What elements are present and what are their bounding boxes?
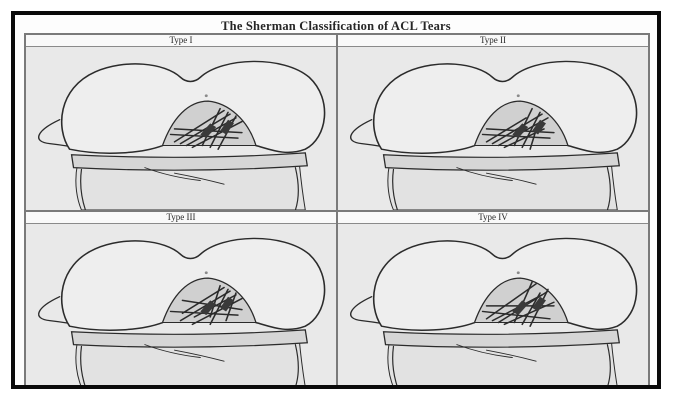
- notch-dot: [205, 271, 208, 274]
- panel-type-1: Type I: [25, 34, 337, 211]
- notch-dot: [205, 94, 208, 97]
- tibia-shaft: [388, 164, 617, 210]
- panel-type-4: Type IV: [337, 211, 649, 388]
- figure-frame: The Sherman Classification of ACL Tears …: [11, 11, 661, 389]
- panel-type-2: Type II: [337, 34, 649, 211]
- tibial-plateau: [384, 330, 620, 347]
- knee-illustration-type-3: [26, 223, 336, 387]
- tibia-shaft: [76, 164, 305, 210]
- notch-dot: [517, 271, 520, 274]
- tibia-shaft: [388, 341, 617, 387]
- tibia-shaft: [76, 341, 305, 387]
- knee-illustration-type-4: [338, 223, 648, 387]
- knee-illustration-type-2: [338, 46, 648, 210]
- tibial-plateau: [384, 153, 620, 170]
- figure-title: The Sherman Classification of ACL Tears: [23, 19, 649, 34]
- tibial-plateau: [72, 153, 308, 170]
- notch-dot: [517, 94, 520, 97]
- knee-illustration-type-1: [26, 46, 336, 210]
- tibial-plateau: [72, 330, 308, 347]
- panel-type-3: Type III: [25, 211, 337, 388]
- panel-grid: Type I Type II Type III Type IV: [24, 33, 650, 389]
